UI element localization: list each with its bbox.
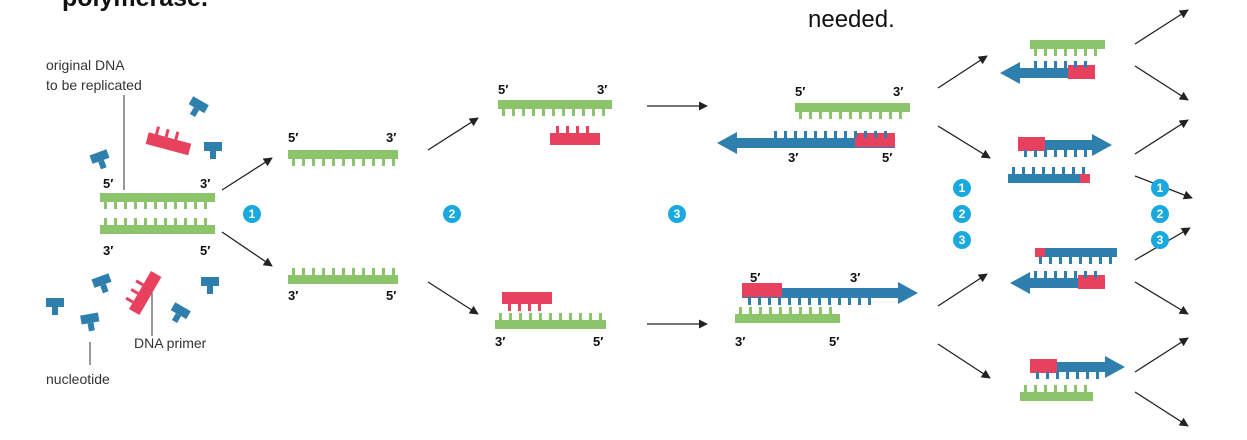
step-circle-label: 1 [1157,181,1164,195]
process-arrow [1134,391,1189,427]
free-nucleotide [201,277,219,294]
label-nucleotide: nucleotide [46,371,110,387]
process-arrow [1134,65,1189,101]
label-5prime: 5′ [200,243,210,258]
free-nucleotide [170,302,191,324]
annealed-primer [550,133,600,145]
new-strand-arrow [1030,356,1125,378]
step-1-circle [243,205,261,223]
step-circle [1151,231,1169,249]
label-3prime: 3′ [735,334,745,349]
step-circle-label: 3 [1157,233,1164,247]
template-strand [1030,40,1105,49]
annealed-primer [502,292,552,304]
label-3prime: 3′ [200,176,210,191]
primer-segment [1068,65,1095,79]
original-strand-top [100,193,215,202]
process-arrow [937,125,991,159]
step-circle-label: 2 [1157,207,1164,221]
header-left-text: polymerase. [62,0,208,13]
free-primer [145,126,192,156]
label-3prime: 3′ [386,130,396,145]
strand-copy [1008,174,1090,183]
label-dna-primer: DNA primer [134,335,207,351]
template-strand [1020,392,1093,401]
new-strand-arrow [717,132,895,154]
new-strand-arrow [742,282,918,304]
label-3prime: 3′ [597,82,607,97]
label-3prime: 3′ [495,334,505,349]
step-circle-label: 3 [959,233,966,247]
process-arrow [937,55,988,89]
original-strand-bottom [100,225,215,234]
process-arrow [937,343,991,379]
label-3prime: 3′ [103,243,113,258]
label-5prime: 5′ [386,288,396,303]
process-arrow [937,273,988,307]
primer-segment [742,283,782,297]
template-strand [498,100,612,109]
label-5prime: 5′ [593,334,603,349]
process-arrow [221,157,273,191]
free-nucleotide [80,312,100,332]
step-circle-label: 2 [959,207,966,221]
step-circle-label: 1 [959,181,966,195]
label-5prime: 5′ [103,176,113,191]
new-strand-arrow [1000,62,1095,84]
process-arrow [1134,337,1189,373]
free-nucleotide [91,273,112,294]
step-2-circle [443,205,461,223]
label-5prime: 5′ [498,82,508,97]
label-3prime: 3′ [893,84,903,99]
free-nucleotide [46,298,64,315]
step-circle [953,231,971,249]
free-nucleotide [188,96,209,118]
template-strand [735,314,840,323]
step-1-circle-label: 1 [249,207,256,221]
new-strand-arrow [1018,134,1112,156]
primer-end [1035,248,1045,257]
step-circle [953,179,971,197]
primer-segment [1078,275,1105,289]
label-5prime: 5′ [288,130,298,145]
header-right-text: needed. [808,6,895,33]
step-circle [953,205,971,223]
step-circle [1151,205,1169,223]
template-strand [495,320,606,329]
primer-end [1080,174,1090,183]
process-arrow [427,117,479,151]
strand-copy [1035,248,1117,257]
primer-segment [1030,359,1057,373]
process-arrow [1134,119,1189,155]
template-strand [795,103,910,112]
label-3prime: 3′ [788,150,798,165]
step-3-circle-label: 3 [674,207,681,221]
free-nucleotide [204,142,222,159]
step-circle [1151,179,1169,197]
new-strand-arrow [1010,272,1105,294]
template-strand [288,275,398,284]
process-arrow [221,231,273,267]
label-5prime: 5′ [750,270,760,285]
step-3-circle [668,205,686,223]
process-arrow [1134,9,1189,45]
free-nucleotide [89,149,110,170]
label-original-dna: original DNA [46,57,125,73]
label-original-dna: to be replicated [46,77,142,93]
process-arrow [1134,281,1189,315]
template-strand [288,150,398,159]
label-5prime: 5′ [795,84,805,99]
label-5prime: 5′ [829,334,839,349]
process-arrow [427,281,479,315]
label-5prime: 5′ [882,150,892,165]
label-3prime: 3′ [288,288,298,303]
label-3prime: 3′ [850,270,860,285]
free-primer [125,270,162,316]
primer-segment [1018,137,1045,151]
step-2-circle-label: 2 [449,207,456,221]
